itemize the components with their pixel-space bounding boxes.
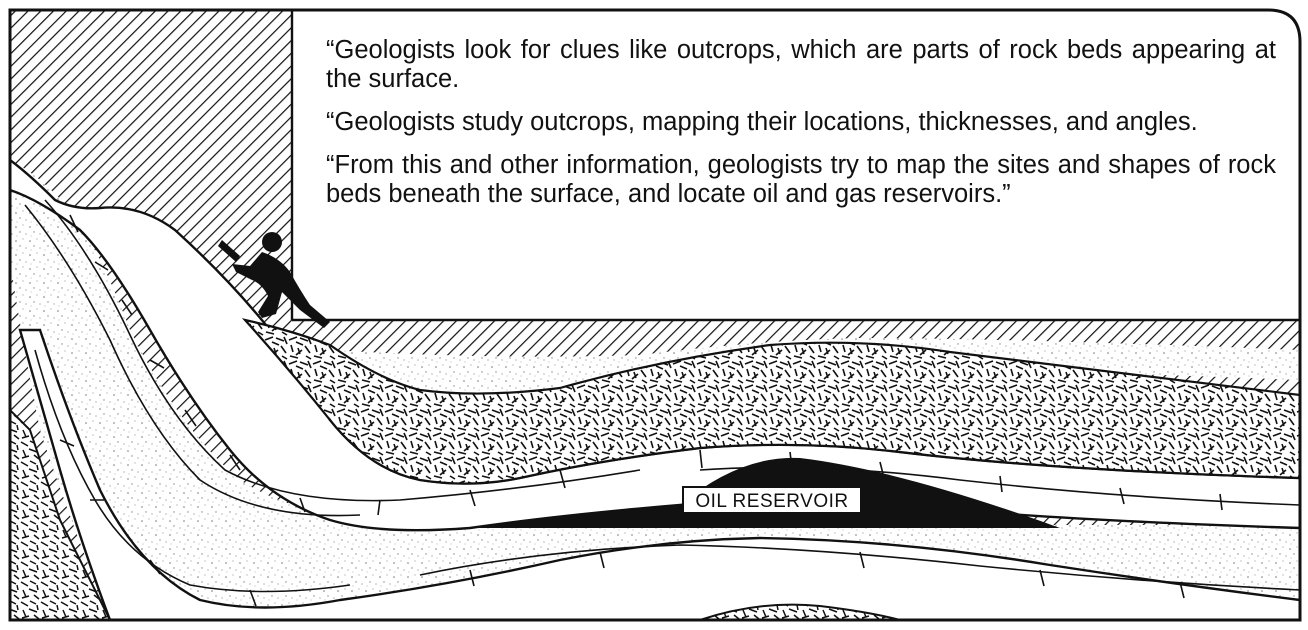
caption-text: “Geologists look for clues like outcrops… — [326, 36, 1276, 223]
caption-paragraph-3: “From this and other information, geolog… — [326, 151, 1276, 208]
lower-left-conglomerate — [10, 397, 112, 620]
limestone-bed-lower — [18, 328, 1300, 620]
oil-reservoir-label: OIL RESERVOIR — [682, 486, 862, 514]
outer-frame — [8, 8, 1302, 622]
lower-conglomerate — [699, 603, 901, 620]
caption-paragraph-1: “Geologists look for clues like outcrops… — [326, 36, 1276, 93]
caption-paragraph-2: “Geologists study outcrops, mapping thei… — [326, 108, 1198, 136]
caption-panel — [292, 10, 1300, 320]
bedding-lines — [24, 199, 1300, 607]
geologist-figure — [218, 232, 330, 328]
